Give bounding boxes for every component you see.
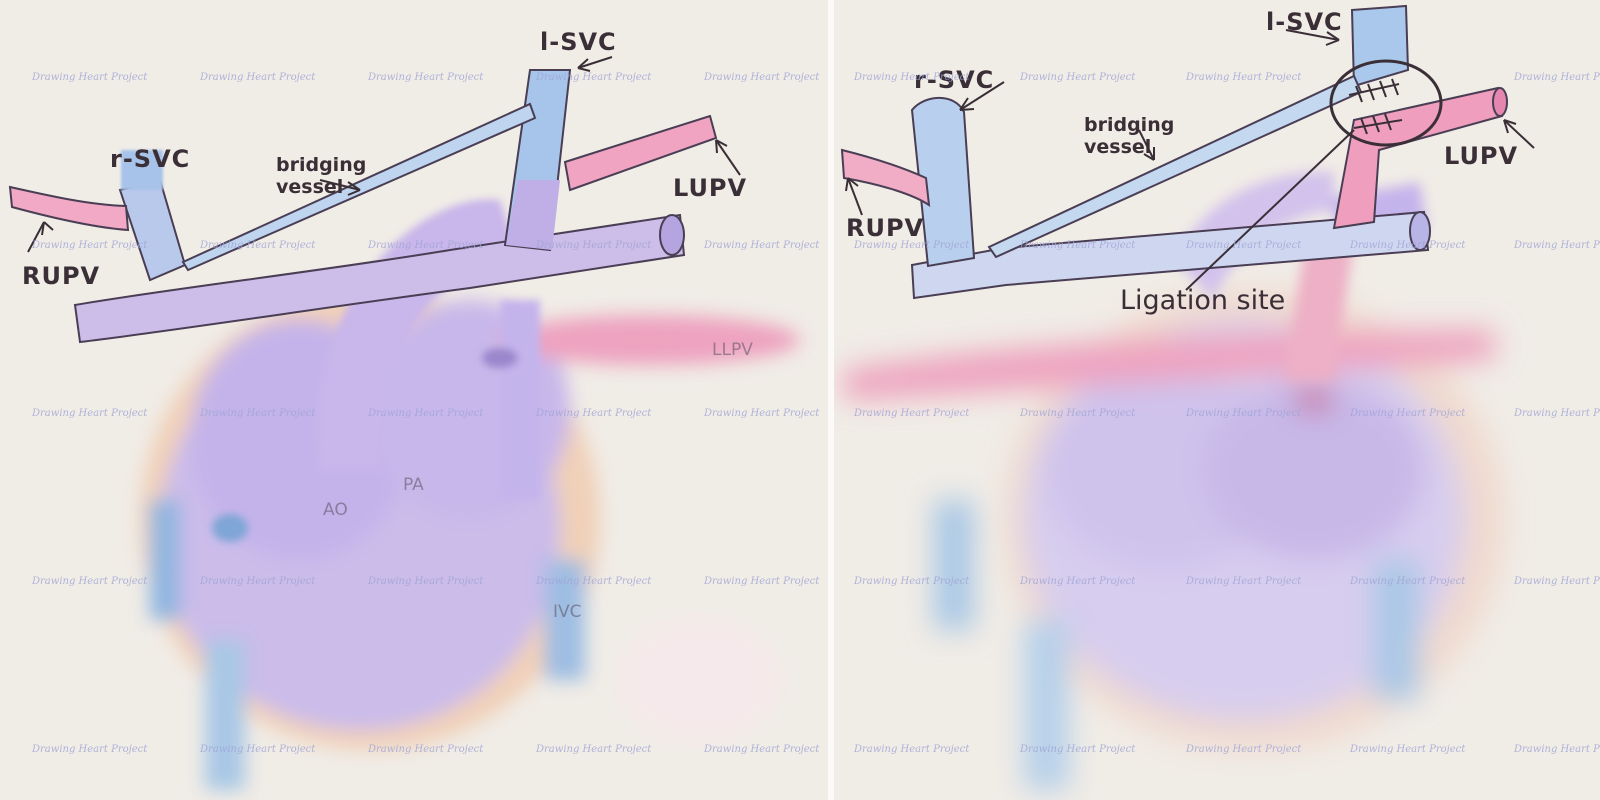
watermark: Drawing Heart Project (1514, 576, 1600, 587)
watermark: Drawing Heart Project (1514, 744, 1600, 755)
watermark: Drawing Heart Project (1186, 408, 1302, 419)
llpv-label: LLPV (712, 340, 753, 360)
watermark: Drawing Heart Project (1514, 240, 1600, 251)
watermark: Drawing Heart Project (536, 408, 652, 419)
left-upper-pulmonary-vein (563, 114, 718, 192)
watermark: Drawing Heart Project (1514, 408, 1600, 419)
watermark: Drawing Heart Project (368, 72, 484, 83)
watermark: Drawing Heart Project (704, 240, 820, 251)
lupv-label: LUPV (1444, 142, 1519, 170)
watermark: Drawing Heart Project (368, 408, 484, 419)
watermark: Drawing Heart Project (200, 72, 316, 83)
right-svc (118, 178, 187, 282)
watermark: Drawing Heart Project (32, 408, 148, 419)
watermark: Drawing Heart Project (536, 576, 652, 587)
bridging-vessel (181, 102, 537, 272)
post-ligation-panel: l-SVC r-SVC bridging vessel LUPV RUPV Li… (834, 0, 1600, 800)
l-svc-label: l-SVC (1266, 8, 1343, 36)
watermark: Drawing Heart Project (368, 240, 484, 251)
pre-ligation-heart-drawing (8, 56, 800, 790)
lupv-label: LUPV (673, 174, 748, 202)
right-upper-pulmonary-vein (840, 148, 931, 208)
watermark: Drawing Heart Project (1020, 72, 1136, 83)
suture-icon (1348, 78, 1403, 135)
watermark: Drawing Heart Project (1350, 744, 1466, 755)
watermark: Drawing Heart Project (200, 744, 316, 755)
watermark: Drawing Heart Project (1186, 240, 1302, 251)
watermark: Drawing Heart Project (1020, 744, 1136, 755)
bridging-label: bridging (276, 154, 367, 176)
watermark: Drawing Heart Project (854, 72, 970, 83)
watermark: Drawing Heart Project (368, 576, 484, 587)
right-upper-pulmonary-vein (8, 185, 130, 232)
annotation-arrows (845, 29, 1535, 291)
ao-label: AO (323, 500, 348, 520)
bridging-label: bridging (1084, 114, 1175, 136)
watermark: Drawing Heart Project (368, 744, 484, 755)
r-svc-label: r-SVC (110, 145, 191, 173)
watermark: Drawing Heart Project (1186, 744, 1302, 755)
rupv-label: RUPV (846, 214, 925, 242)
watermark: Drawing Heart Project (854, 744, 970, 755)
vessel-label: vessel (276, 176, 344, 198)
left-svc (1350, 4, 1410, 88)
vessel-label: vessel (1084, 136, 1152, 158)
watermark: Drawing Heart Project (200, 240, 316, 251)
watermark: Drawing Heart Project (704, 408, 820, 419)
post-ligation-heart-drawing (840, 4, 1535, 790)
watermark: Drawing Heart Project (1186, 576, 1302, 587)
heart-body (140, 290, 800, 790)
watermark: Drawing Heart Project (32, 72, 148, 83)
watermark: Drawing Heart Project (536, 72, 652, 83)
watermark: Drawing Heart Project (704, 576, 820, 587)
watermark: Drawing Heart Project (1186, 72, 1302, 83)
watermark: Drawing Heart Project (536, 744, 652, 755)
watermark: Drawing Heart Project (854, 576, 970, 587)
watermark: Drawing Heart Project (854, 240, 970, 251)
r-svc-label: r-SVC (914, 66, 995, 94)
watermark: Drawing Heart Project (704, 744, 820, 755)
watermark: Drawing Heart Project (200, 576, 316, 587)
watermark: Drawing Heart Project (32, 576, 148, 587)
panel-divider (828, 0, 834, 800)
watermark: Drawing Heart Project (32, 744, 148, 755)
watermark: Drawing Heart Project (1020, 408, 1136, 419)
ivc-label: IVC (553, 602, 582, 622)
watermark: Drawing Heart Project (1350, 408, 1466, 419)
watermark: Drawing Heart Project (704, 72, 820, 83)
watermark: Drawing Heart Project (854, 408, 970, 419)
watermark: Drawing Heart Project (1514, 72, 1600, 83)
heart-body (844, 290, 1504, 790)
pa-label: PA (403, 475, 424, 495)
watermark: Drawing Heart Project (200, 408, 316, 419)
pre-ligation-panel: l-SVC r-SVC bridging vessel LUPV RUPV AO… (8, 28, 820, 790)
watermark: Drawing Heart Project (32, 240, 148, 251)
ligation-circle (1329, 59, 1443, 147)
watermark: Drawing Heart Project (1020, 240, 1136, 251)
right-svc (910, 96, 976, 268)
watermark: Drawing Heart Project (1020, 576, 1136, 587)
l-svc-label: l-SVC (540, 28, 617, 56)
watermark: Drawing Heart Project (536, 240, 652, 251)
watermark: Drawing Heart Project (1350, 576, 1466, 587)
annotation-arrows (27, 56, 741, 253)
rupv-label: RUPV (22, 262, 101, 290)
ligation-site-label: Ligation site (1120, 285, 1286, 316)
watermark: Drawing Heart Project (1350, 240, 1466, 251)
